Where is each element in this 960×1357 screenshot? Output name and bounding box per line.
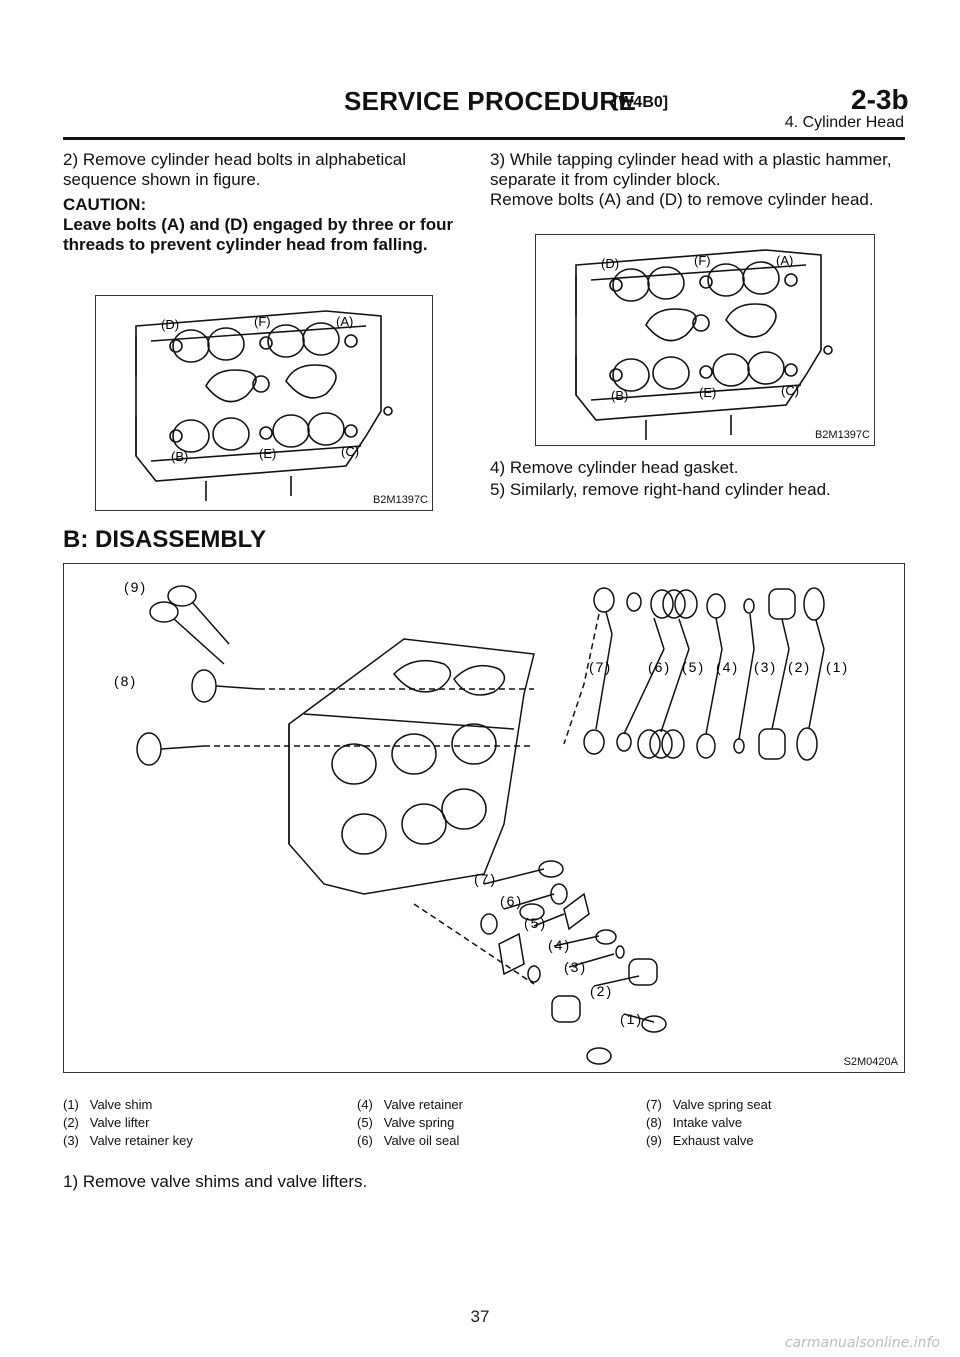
valve-exploded-drawing: (9) (8) (7) (6) (5) (4) (3) (2) (1) (7) … <box>114 579 849 1065</box>
caution-text: Leave bolts (A) and (D) engaged by three… <box>63 215 454 254</box>
bolt-label-f: (F) <box>254 314 271 329</box>
bolt-label-c: (C) <box>341 444 359 459</box>
figure-id: B2M1397C <box>372 494 428 506</box>
bolt-label-d: (D) <box>601 256 619 271</box>
callout-3b: (3) <box>564 959 587 975</box>
disassembly-heading: B: DISASSEMBLY <box>63 526 267 553</box>
callout-1b: (1) <box>620 1011 643 1027</box>
callout-4b: (4) <box>548 937 571 953</box>
callout-7: (7) <box>589 659 612 675</box>
cylinder-head-figure-left: (D) (F) (A) (B) (E) (C) B2M1397C <box>95 295 433 511</box>
section-title: SERVICE PROCEDURE <box>344 86 637 116</box>
caution-label: CAUTION: <box>63 195 147 214</box>
step-1-text: 1) Remove valve shims and valve lifters. <box>63 1172 368 1191</box>
bolt-label-b: (B) <box>171 449 188 464</box>
legend-item: (4) Valve retainer <box>357 1097 463 1112</box>
bolt-label-e: (E) <box>259 446 276 461</box>
step-4-text: 4) Remove cylinder head gasket. <box>490 458 739 477</box>
legend-item: (3) Valve retainer key <box>63 1133 193 1148</box>
callout-6: (6) <box>648 659 671 675</box>
cylinder-head-drawing: (D) (F) (A) (B) (E) (C) <box>575 249 833 440</box>
bolt-label-b: (B) <box>611 388 628 403</box>
section-number: 2-3b <box>851 84 909 115</box>
legend-item: (2) Valve lifter <box>63 1115 150 1130</box>
step-3-sub-text: Remove bolts (A) and (D) to remove cylin… <box>490 190 874 209</box>
valve-exploded-figure: (9) (8) (7) (6) (5) (4) (3) (2) (1) (7) … <box>63 563 905 1073</box>
callout-2: (2) <box>788 659 811 675</box>
header-rule <box>63 137 905 140</box>
page-number: 37 <box>470 1307 490 1326</box>
step-3-text: 3) While tapping cylinder head with a pl… <box>490 150 892 189</box>
cylinder-head-figure-right: (D) (F) (A) (B) (E) (C) B2M1397C <box>535 234 875 446</box>
watermark: carmanualsonline.info <box>784 1335 940 1351</box>
figure-id: S2M0420A <box>843 1056 898 1068</box>
callout-2b: (2) <box>590 983 613 999</box>
bolt-label-a: (A) <box>336 314 353 329</box>
legend-item: (5) Valve spring <box>357 1115 455 1130</box>
legend-item: (1) Valve shim <box>63 1097 153 1112</box>
callout-8: (8) <box>114 673 137 689</box>
callout-9: (9) <box>124 579 147 595</box>
section-subtitle: 4. Cylinder Head <box>784 114 904 131</box>
legend-item: (6) Valve oil seal <box>357 1133 460 1148</box>
callout-6b: (6) <box>500 893 523 909</box>
callout-3: (3) <box>754 659 777 675</box>
bolt-label-a: (A) <box>776 253 793 268</box>
bolt-label-c: (C) <box>781 383 799 398</box>
bolt-label-f: (F) <box>694 253 711 268</box>
callout-5: (5) <box>682 659 705 675</box>
legend-item: (9) Exhaust valve <box>646 1133 754 1148</box>
cylinder-head-drawing: (D) (F) (A) (B) (E) (C) <box>135 310 393 501</box>
figure-id: B2M1397C <box>814 429 870 441</box>
bolt-label-e: (E) <box>699 385 716 400</box>
step-2-text: 2) Remove cylinder head bolts in alphabe… <box>63 150 407 189</box>
callout-1: (1) <box>826 659 849 675</box>
legend-item: (8) Intake valve <box>646 1115 743 1130</box>
callout-7b: (7) <box>474 871 497 887</box>
callout-4: (4) <box>716 659 739 675</box>
step-5-text: 5) Similarly, remove right-hand cylinder… <box>490 480 831 499</box>
section-code: [W4B0] <box>613 94 669 111</box>
legend-item: (7) Valve spring seat <box>646 1097 772 1112</box>
bolt-label-d: (D) <box>161 317 179 332</box>
callout-5b: (5) <box>524 915 547 931</box>
